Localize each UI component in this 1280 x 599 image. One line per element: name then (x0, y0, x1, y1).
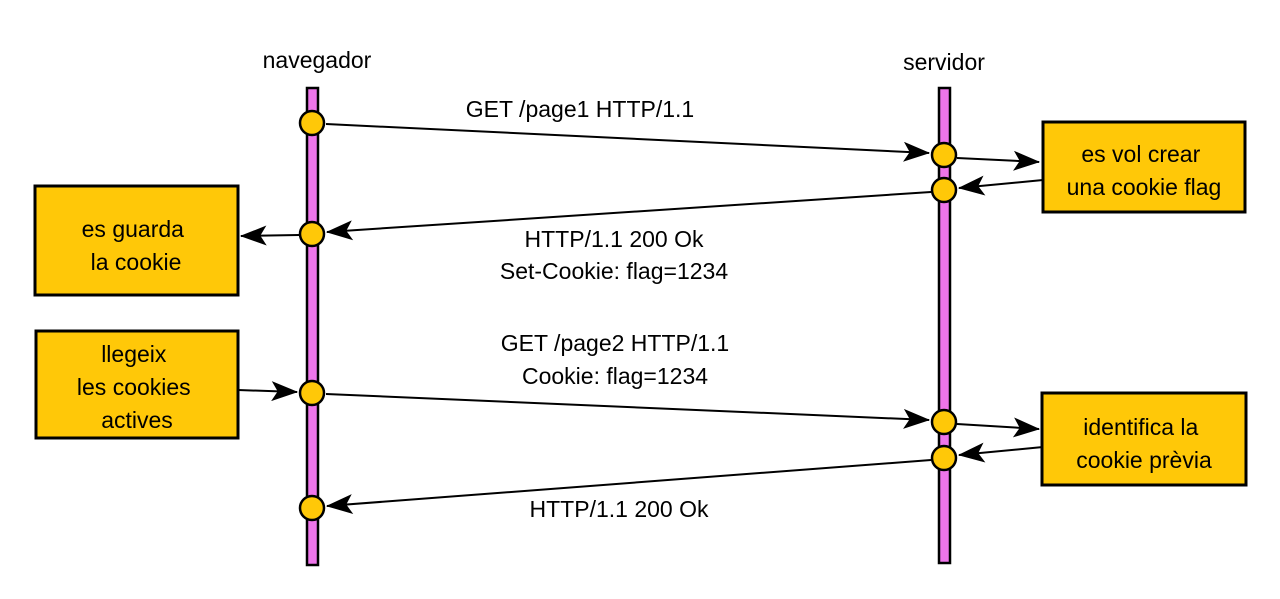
note-llegeix-text: llegeix les cookies actives (77, 341, 197, 433)
note-es-vol-crear-text: es vol crear una cookie flag (1067, 141, 1222, 200)
note-es-guarda-text: es guarda la cookie (82, 216, 191, 275)
note-llegeix-box (34, 329, 240, 440)
note-line: es vol crear (1081, 141, 1200, 167)
arrow-to-note-es-vol-crear (956, 150, 1041, 171)
note-line: la cookie (91, 249, 182, 275)
note-es-guarda: es guarda la cookie (33, 184, 240, 297)
node-navegador-3 (298, 379, 326, 407)
note-identifica-box (1040, 391, 1248, 487)
message-label-get-page2-cookie: Cookie: flag=1234 (522, 363, 708, 389)
node-navegador-1 (298, 109, 326, 137)
note-line: actives (101, 407, 173, 433)
node-navegador-2 (298, 220, 326, 248)
node-servidor-3 (930, 408, 958, 436)
note-line: es guarda (82, 216, 185, 242)
arrow-get-page2 (325, 393, 931, 429)
arrow-from-note-llegeix (237, 381, 299, 402)
arrow-response-page2 (325, 459, 932, 515)
node-servidor-1 (930, 141, 958, 169)
note-line: una cookie flag (1067, 174, 1222, 200)
lifeline-servidor (937, 86, 952, 565)
note-es-vol-crear-box (1041, 120, 1247, 214)
message-label-response2-status: HTTP/1.1 200 Ok (530, 496, 709, 522)
actor-label-navegador: navegador (263, 47, 372, 73)
note-line: les cookies (77, 374, 191, 400)
arrow-response-set-cookie (325, 191, 932, 241)
node-navegador-4 (298, 494, 326, 522)
message-label-get-page2: GET /page2 HTTP/1.1 (501, 330, 729, 356)
message-label-response1-status: HTTP/1.1 200 Ok (525, 226, 704, 252)
arrow-to-note-es-guarda (239, 225, 300, 246)
arrow-from-note-identifica (957, 442, 1044, 463)
arrow-get-page1 (325, 123, 931, 162)
note-es-vol-crear: es vol crear una cookie flag (1041, 120, 1247, 214)
arrow-to-note-identifica (956, 417, 1041, 438)
note-line: cookie prèvia (1076, 447, 1212, 473)
node-servidor-2 (930, 176, 958, 204)
note-identifica-text: identifica la cookie prèvia (1076, 414, 1212, 473)
arrow-from-note-es-vol-crear (957, 175, 1044, 196)
note-line: identifica la (1083, 414, 1198, 440)
note-es-guarda-box (33, 184, 240, 297)
message-label-get-page1: GET /page1 HTTP/1.1 (466, 96, 694, 122)
note-llegeix: llegeix les cookies actives (34, 329, 240, 440)
message-label-response1-setcookie: Set-Cookie: flag=1234 (500, 258, 728, 284)
actor-label-servidor: servidor (903, 49, 985, 75)
note-line: llegeix (101, 341, 167, 367)
lifeline-navegador (305, 86, 320, 567)
node-servidor-4 (930, 444, 958, 472)
note-identifica: identifica la cookie prèvia (1040, 391, 1248, 487)
